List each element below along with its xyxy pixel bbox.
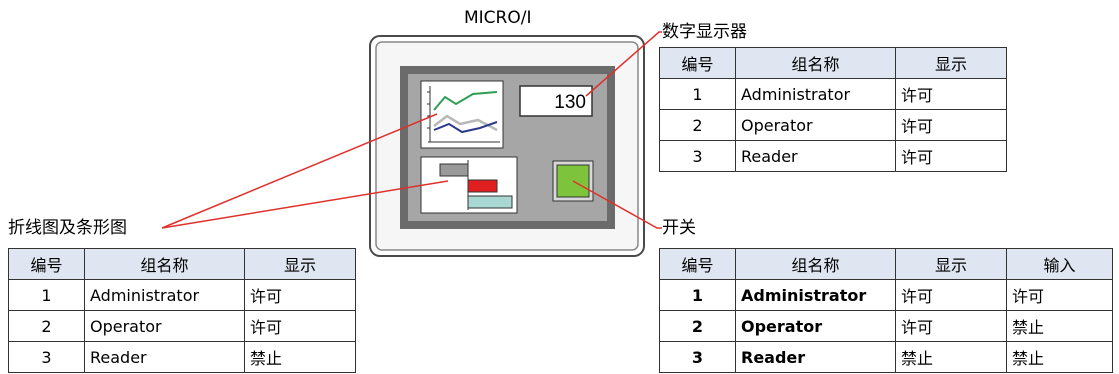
callout-lines	[161, 31, 662, 229]
bar-teal	[467, 195, 513, 209]
cell-number: 3	[8, 341, 85, 373]
table-row: 2 Operator 许可 禁止	[659, 310, 1113, 342]
cell-group: Operator	[735, 109, 896, 141]
callout-line-numeric	[585, 31, 662, 97]
table-row: 1 Administrator 许可	[8, 279, 356, 311]
chart-series-gray	[433, 114, 498, 132]
bar-gray	[439, 163, 469, 177]
bar-chart-widget	[420, 156, 518, 214]
cell-number: 1	[659, 78, 736, 110]
cell-input: 许可	[1006, 279, 1113, 311]
cell-group: Administrator	[84, 279, 245, 311]
table-row: 2 Operator 许可	[8, 310, 356, 342]
col-header-display: 显示	[244, 248, 356, 280]
cell-number: 2	[659, 310, 736, 342]
cell-group: Reader	[735, 341, 896, 373]
table-row: 3 Reader 许可	[659, 140, 1007, 172]
callout-line-switch	[572, 180, 662, 229]
bar-red	[467, 179, 498, 193]
table-header-row: 编号 组名称 显示	[659, 47, 1007, 79]
chart-series-blue	[433, 121, 498, 134]
table-charts: 编号 组名称 显示 1 Administrator 许可 2 Operator …	[8, 248, 356, 373]
table-header-row: 编号 组名称 显示 输入	[659, 248, 1113, 280]
numeric-display-value: 130	[554, 92, 586, 113]
callout-label-numeric: 数字显示器	[662, 22, 747, 42]
table-header-row: 编号 组名称 显示	[8, 248, 356, 280]
col-header-input: 输入	[1006, 248, 1113, 280]
table-row: 3 Reader 禁止 禁止	[659, 341, 1113, 373]
cell-number: 1	[659, 279, 736, 311]
cell-display: 许可	[895, 109, 1007, 141]
callout-label-charts: 折线图及条形图	[8, 218, 127, 238]
cell-display: 许可	[244, 310, 356, 342]
cell-group: Operator	[735, 310, 896, 342]
col-header-group: 组名称	[735, 248, 896, 280]
switch-widget	[552, 160, 594, 202]
cell-display: 禁止	[244, 341, 356, 373]
callout-line-linechart	[161, 113, 438, 229]
col-header-number: 编号	[8, 248, 85, 280]
callout-label-switch: 开关	[662, 218, 696, 238]
cell-input: 禁止	[1006, 341, 1113, 373]
cell-input: 禁止	[1006, 310, 1113, 342]
cell-number: 1	[8, 279, 85, 311]
col-header-group: 组名称	[735, 47, 896, 79]
device-label: MICRO/I	[464, 8, 532, 28]
table-row: 3 Reader 禁止	[8, 341, 356, 373]
cell-display: 许可	[895, 310, 1007, 342]
col-header-number: 编号	[659, 47, 736, 79]
numeric-display-widget: 130	[519, 85, 593, 117]
cell-number: 2	[8, 310, 85, 342]
col-header-display: 显示	[895, 248, 1007, 280]
cell-number: 3	[659, 341, 736, 373]
cell-number: 2	[659, 109, 736, 141]
col-header-group: 组名称	[84, 248, 245, 280]
cell-group: Operator	[84, 310, 245, 342]
table-numeric-display: 编号 组名称 显示 1 Administrator 许可 2 Operator …	[659, 47, 1007, 172]
cell-display: 许可	[895, 279, 1007, 311]
table-row: 1 Administrator 许可 许可	[659, 279, 1113, 311]
col-header-number: 编号	[659, 248, 736, 280]
cell-group: Reader	[84, 341, 245, 373]
table-row: 2 Operator 许可	[659, 109, 1007, 141]
col-header-display: 显示	[895, 47, 1007, 79]
cell-display: 禁止	[895, 341, 1007, 373]
callout-line-barchart	[161, 180, 449, 229]
table-switch: 编号 组名称 显示 输入 1 Administrator 许可 许可 2 Ope…	[659, 248, 1113, 373]
table-row: 1 Administrator 许可	[659, 78, 1007, 110]
cell-display: 许可	[895, 140, 1007, 172]
cell-group: Reader	[735, 140, 896, 172]
cell-number: 3	[659, 140, 736, 172]
line-chart-widget	[420, 80, 504, 149]
cell-display: 许可	[244, 279, 356, 311]
cell-group: Administrator	[735, 78, 896, 110]
cell-group: Administrator	[735, 279, 896, 311]
cell-display: 许可	[895, 78, 1007, 110]
chart-series-green	[433, 91, 498, 111]
